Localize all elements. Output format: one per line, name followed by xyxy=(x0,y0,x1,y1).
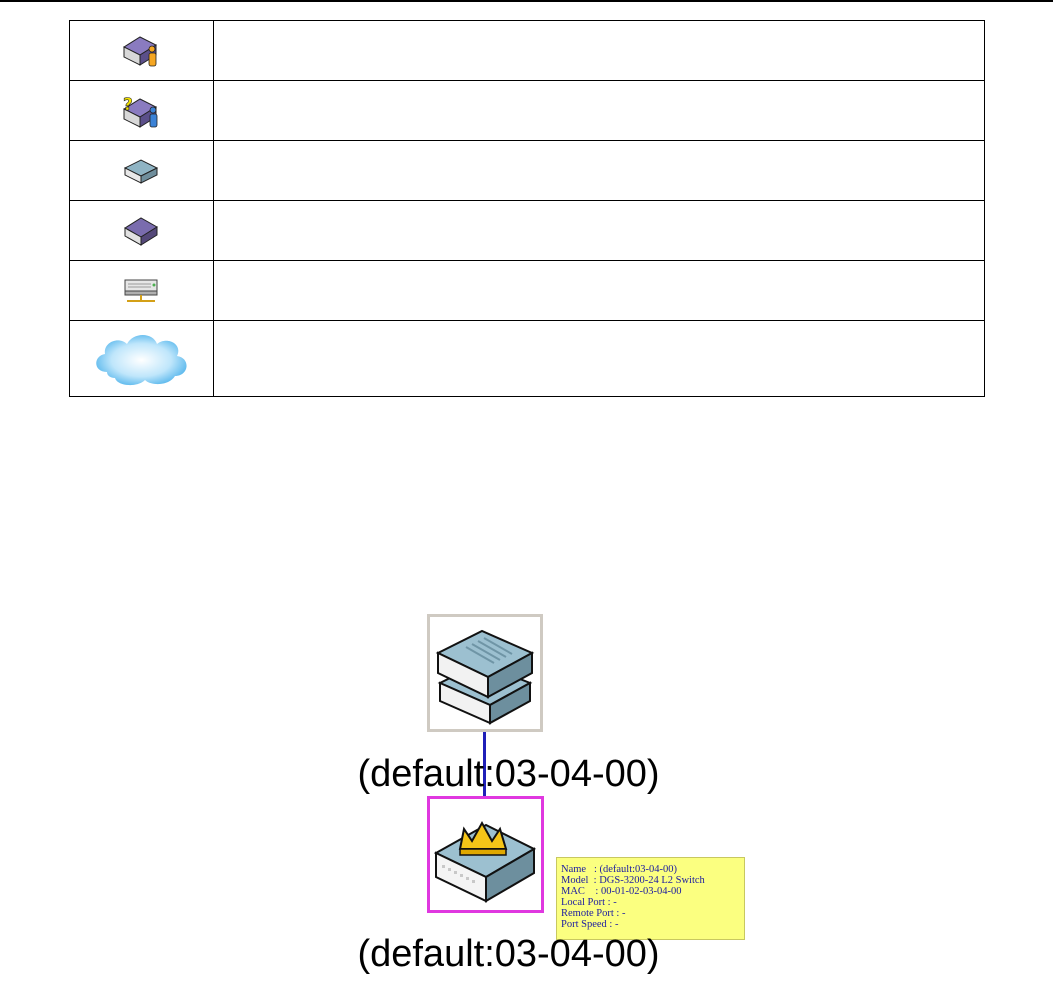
unknown-switch-info-icon: ? xyxy=(70,93,213,129)
legend-icon-cell xyxy=(70,21,214,81)
legend-row xyxy=(70,321,985,397)
legend-description xyxy=(213,21,984,81)
stack-node-label: (default:03-04-00) xyxy=(0,752,1035,796)
legend-row xyxy=(70,261,985,321)
tooltip-local-port-line: Local Port : - xyxy=(561,897,741,908)
tooltip-name-line: Name : (default:03-04-00) xyxy=(561,864,741,875)
legend-row xyxy=(70,141,985,201)
legend-table: ? xyxy=(69,20,985,397)
dark-switch-icon xyxy=(70,214,213,248)
hub-device-icon xyxy=(70,276,213,306)
master-switch-info-icon xyxy=(70,33,213,69)
legend-description xyxy=(213,141,984,201)
master-switch-crown-icon xyxy=(430,897,541,914)
stacked-switch-icon xyxy=(430,716,540,733)
cloud-icon xyxy=(70,328,213,390)
legend-description xyxy=(213,81,984,141)
legend-description xyxy=(213,321,984,397)
legend-icon-cell xyxy=(70,141,214,201)
legend-row: ? xyxy=(70,81,985,141)
tooltip-model-line: Model : DGS-3200-24 L2 Switch xyxy=(561,875,741,886)
svg-text:?: ? xyxy=(123,95,133,115)
legend-icon-cell: ? xyxy=(70,81,214,141)
stack-switch-node[interactable] xyxy=(427,614,543,732)
legend-icon-cell xyxy=(70,201,214,261)
tooltip-remote-port-line: Remote Port : - xyxy=(561,908,741,919)
legend-description xyxy=(213,201,984,261)
legend-description xyxy=(213,261,984,321)
legend-row xyxy=(70,201,985,261)
tooltip-port-speed-line: Port Speed : - xyxy=(561,919,741,930)
single-switch-icon xyxy=(70,156,213,186)
master-switch-node[interactable] xyxy=(427,796,544,913)
legend-icon-cell xyxy=(70,261,214,321)
tooltip-mac-line: MAC : 00-01-02-03-04-00 xyxy=(561,886,741,897)
legend-icon-cell xyxy=(70,321,214,397)
master-node-label: (default:03-04-00) xyxy=(0,932,1035,976)
page-top-rule xyxy=(0,0,1053,2)
legend-row xyxy=(70,21,985,81)
node-info-tooltip: Name : (default:03-04-00) Model : DGS-32… xyxy=(556,857,745,940)
